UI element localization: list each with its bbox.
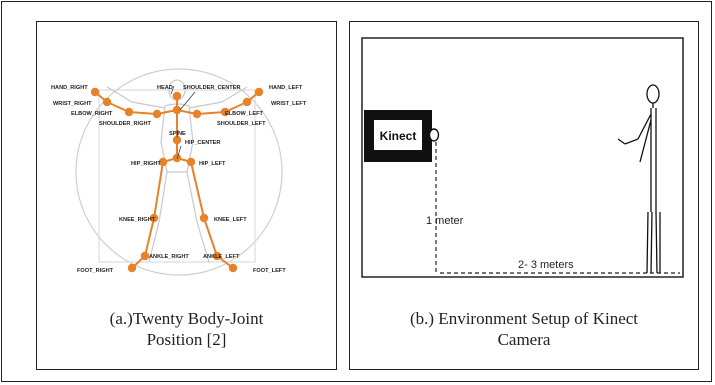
joint-hip-left <box>186 157 196 167</box>
caption-a-line2: Position [2] <box>146 330 227 349</box>
label-ankle-left: ANKLE_LEFT <box>203 254 240 260</box>
joint-foot-left <box>228 263 238 273</box>
joint-ankle-left <box>212 251 222 261</box>
label-shoulder-right: SHOULDER_RIGHT <box>99 121 151 127</box>
joint-hip-right <box>158 157 168 167</box>
label-foot-right: FOOT_RIGHT <box>77 268 114 274</box>
panel-body-joints: HAND_RIGHT HEAD SHOULDER_CENTER HAND_LEF… <box>36 21 337 370</box>
joint-foot-right <box>127 263 137 273</box>
label-hip-left: HIP_LEFT <box>199 161 226 167</box>
joint-head <box>172 91 182 101</box>
panel-environment-setup: Kinect 1 meter 2- 3 meters (b.) Environm… <box>349 21 699 370</box>
joint-elbow-left <box>220 107 230 117</box>
environment-diagram: Kinect 1 meter 2- 3 meters <box>361 37 684 278</box>
height-label: 1 meter <box>426 215 464 227</box>
joint-ankle-right <box>140 251 150 261</box>
kinect-label-area <box>374 120 422 150</box>
distance-label: 2- 3 meters <box>518 259 574 271</box>
label-knee-left: KNEE_LEFT <box>214 217 247 223</box>
label-shoulder-left: SHOULDER_LEFT <box>217 121 266 127</box>
vitruvian-circle <box>75 68 283 276</box>
joint-shoulder-right <box>152 109 162 119</box>
joint-wrist-left <box>242 97 252 107</box>
joint-wrist-right <box>102 97 112 107</box>
bone-knee-left-to-ankle-left <box>203 217 218 257</box>
label-wrist-right: WRIST_RIGHT <box>53 101 92 107</box>
caption-a: (a.)Twenty Body-Joint Position [2] <box>37 308 336 350</box>
label-hand-right: HAND_RIGHT <box>51 85 88 91</box>
skeleton-joints <box>90 87 264 273</box>
joint-hand-left <box>254 87 264 97</box>
label-head: HEAD <box>157 85 173 91</box>
joint-hand-right <box>90 87 100 97</box>
label-foot-left: FOOT_LEFT <box>253 268 286 274</box>
label-elbow-right: ELBOW_RIGHT <box>71 111 113 117</box>
joint-shoulder-left <box>192 109 202 119</box>
joint-shoulder-center <box>172 105 182 115</box>
bone-shoulder-right-to-elbow-right <box>128 111 158 115</box>
joint-knee-left <box>199 213 209 223</box>
bone-hip-right-to-knee-right <box>153 161 164 219</box>
label-hip-center: HIP_CENTER <box>185 140 220 146</box>
label-spine: SPINE <box>169 131 186 137</box>
kinect-label: Kinect <box>380 129 417 143</box>
label-elbow-left: ELBOW_LEFT <box>225 111 263 117</box>
bone-shoulder-left-to-elbow-left <box>196 111 226 115</box>
kinect-lens-icon <box>428 128 440 142</box>
caption-b-line2: Camera <box>497 330 551 349</box>
bone-knee-right-to-ankle-right <box>144 217 155 257</box>
vitruvian-square <box>98 89 256 263</box>
room-frame <box>361 37 684 278</box>
label-hip-right: HIP_RIGHT <box>131 161 161 167</box>
joint-knee-right <box>149 213 159 223</box>
label-shoulder-center: SHOULDER_CENTER <box>183 85 241 91</box>
body-joint-diagram: HAND_RIGHT HEAD SHOULDER_CENTER HAND_LEF… <box>51 68 307 276</box>
caption-a-line1: (a.)Twenty Body-Joint <box>109 309 264 328</box>
bone-hip-left-to-knee-left <box>190 161 205 219</box>
pointer-lines <box>170 85 196 160</box>
joint-elbow-right <box>124 107 134 117</box>
label-ankle-right: ANKLE_RIGHT <box>149 254 189 260</box>
label-hand-left: HAND_LEFT <box>269 85 303 91</box>
stick-figure-icon <box>617 84 661 274</box>
joint-spine <box>172 135 182 145</box>
caption-b: (b.) Environment Setup of Kinect Camera <box>350 308 698 350</box>
label-wrist-left: WRIST_LEFT <box>271 101 307 107</box>
caption-b-line1: (b.) Environment Setup of Kinect <box>409 309 639 328</box>
skeleton-bones <box>94 91 260 269</box>
label-knee-right: KNEE_RIGHT <box>119 217 156 223</box>
